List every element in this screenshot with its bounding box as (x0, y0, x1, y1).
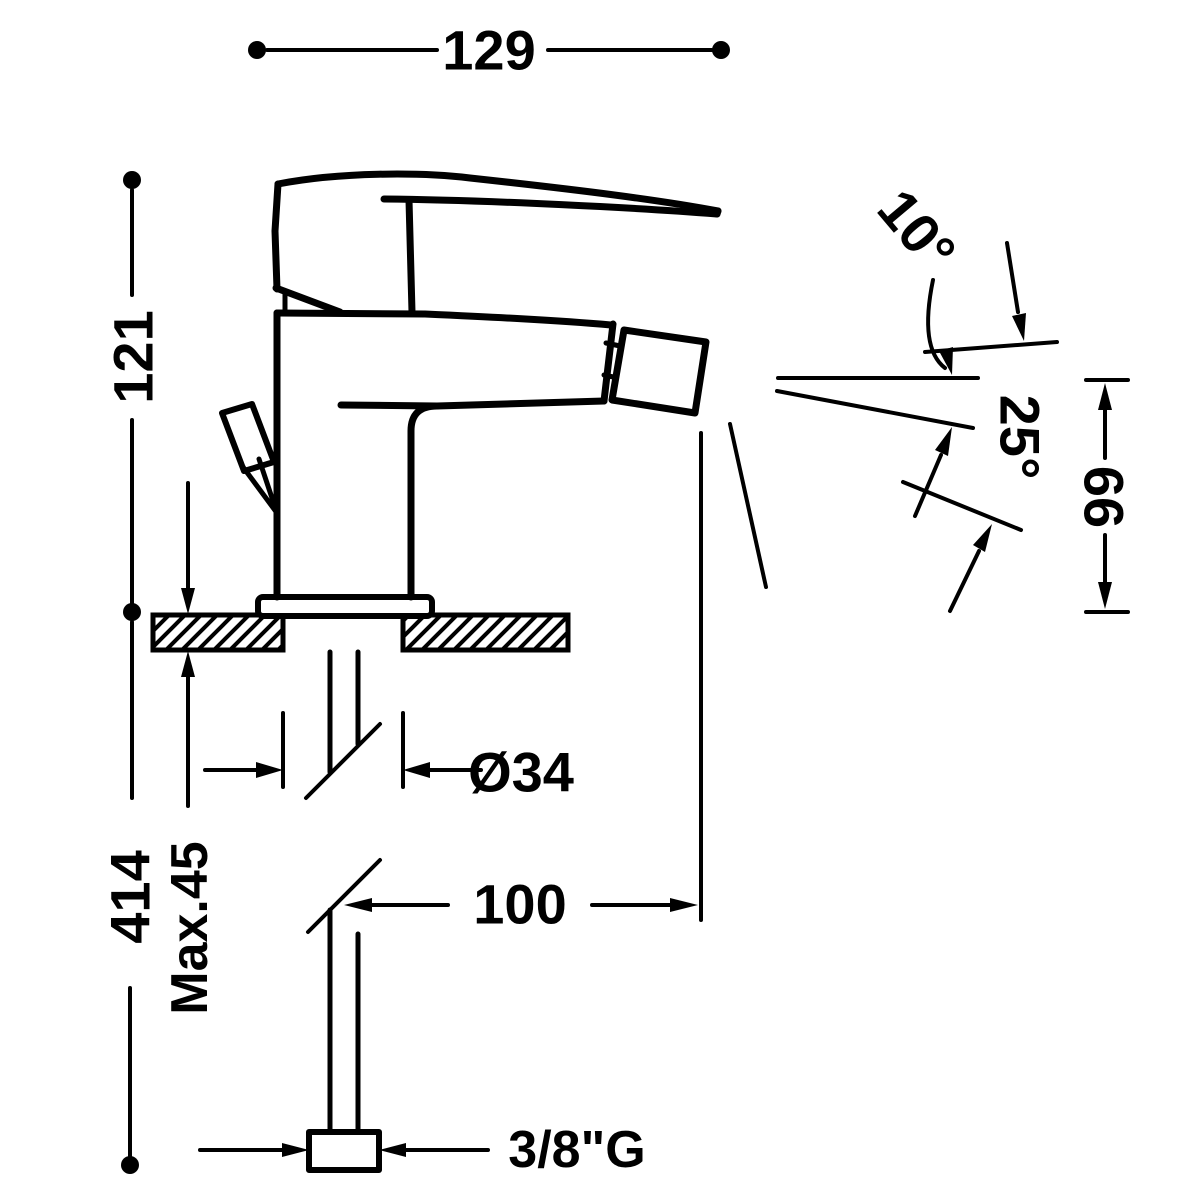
arrow-shaft (913, 453, 943, 518)
dim-overall-width: 129 (248, 19, 730, 82)
leader-line (728, 422, 768, 589)
dim-outlet-height-label: 66 (1073, 466, 1136, 528)
deck-right-slab (400, 612, 571, 653)
dim-dot (121, 1156, 139, 1174)
faucet-body (273, 309, 710, 601)
arrow-up (181, 651, 195, 677)
dim-dot (712, 41, 730, 59)
spout-inner-line (337, 401, 441, 410)
pull-rod-knob (219, 401, 277, 474)
aerator-joint-tick-upper (603, 340, 623, 349)
arrow-shaft (948, 549, 981, 613)
dim-supply-connection: 3/8"G (198, 1121, 646, 1179)
dim-dot (123, 171, 141, 189)
dim-body-height-label: 121 (102, 310, 165, 403)
deck-section (150, 612, 571, 653)
angle-arc (926, 278, 947, 370)
spout-end-face (600, 320, 617, 405)
arrow-down (1098, 582, 1112, 609)
aerator-outlet (608, 326, 710, 417)
arrow-arc-tip (939, 347, 953, 375)
handle-stem (405, 196, 416, 316)
arrow-tip (935, 427, 952, 456)
dim-hole-diameter: Ø34 (203, 711, 574, 804)
connection-fitting (306, 1129, 382, 1173)
dim-outlet-projection-label: 100 (473, 873, 566, 936)
dim-outlet-projection: 100 (344, 431, 703, 936)
dim-body-height: 121 (102, 171, 165, 621)
arrow-left (379, 1143, 406, 1157)
handle-underside (380, 195, 721, 218)
pull-rod-needle (240, 456, 280, 516)
deck-left-slab (150, 612, 286, 653)
dim-hole-diameter-label: Ø34 (468, 741, 574, 804)
flow-direction-line (775, 389, 975, 430)
dim-deck-thickness-label: Max.45 (161, 841, 219, 1014)
arrow-left (344, 898, 372, 912)
arrow-leader-tip (1012, 313, 1026, 341)
arrow-left (403, 762, 430, 778)
dim-outlet-angle: 25° (728, 389, 1052, 613)
arrow-up (1098, 383, 1112, 410)
dim-dot (123, 603, 141, 621)
body-top-edge (273, 309, 615, 329)
leader-line (1005, 241, 1020, 314)
reference-line-tilted (901, 480, 1023, 532)
faucet-handle (271, 170, 722, 316)
arrow-down (181, 588, 195, 614)
dim-dot (248, 41, 266, 59)
pipe-break-line-1 (304, 722, 382, 800)
supply-pipe (304, 649, 382, 1173)
arrow-right (256, 762, 283, 778)
handle-tip (713, 207, 722, 218)
handle-top-edge (274, 170, 722, 215)
pipe-break-line-2 (306, 858, 382, 934)
arrow-right (282, 1143, 309, 1157)
arrow-right (670, 898, 698, 912)
dim-outlet-height: 66 (1073, 378, 1136, 614)
arrow-tip (973, 524, 992, 552)
dim-outlet-angle-label: 25° (989, 395, 1052, 480)
drain-pull-rod (219, 401, 280, 516)
dim-supply-connection-label: 3/8"G (508, 1121, 645, 1179)
dim-overall-width-label: 129 (442, 19, 535, 82)
dim-deck-thickness: Max.45 (161, 481, 219, 1015)
base-plate (255, 594, 435, 619)
dim-total-height-label: 414 (99, 850, 162, 943)
dim-total-height: 414 (99, 620, 162, 1174)
handle-left-edge (271, 180, 282, 293)
